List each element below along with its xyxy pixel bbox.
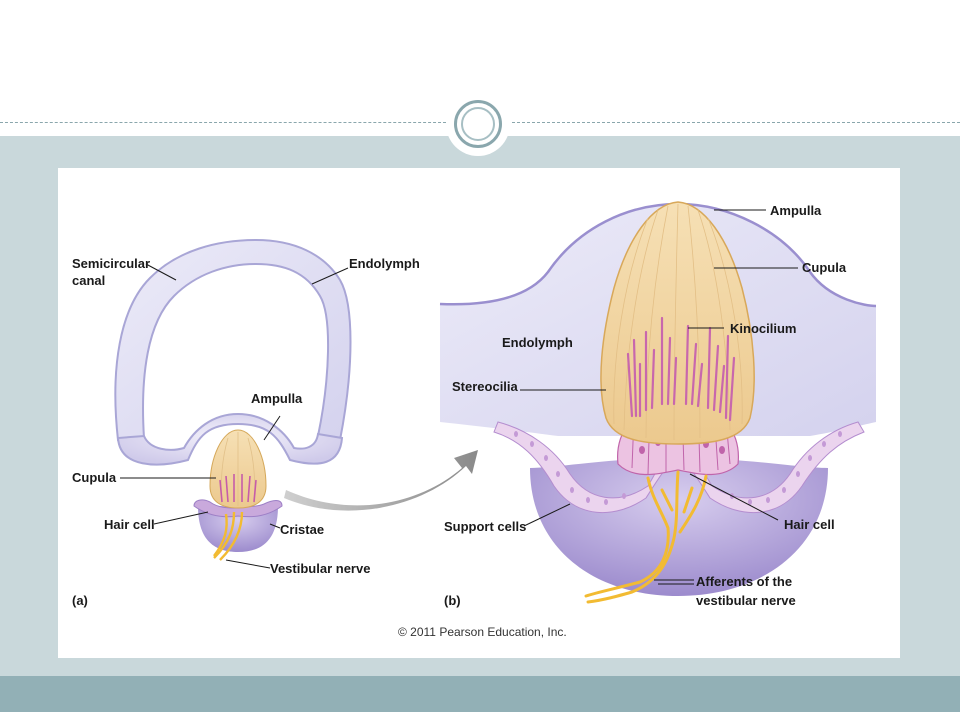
label-stereocilia: Stereocilia xyxy=(452,379,519,394)
panel-a: Semicircular canal Endolymph Ampulla Cup… xyxy=(72,238,420,608)
ornament-ring-inner xyxy=(461,107,495,141)
cupula-striations xyxy=(613,203,743,441)
label-ampulla-b: Ampulla xyxy=(770,203,822,218)
title-ornament xyxy=(446,92,510,156)
label-cupula-a: Cupula xyxy=(72,470,117,485)
support-cell-nuclei xyxy=(514,431,842,505)
label-cristae: Cristae xyxy=(280,522,324,537)
panel-b-tag: (b) xyxy=(444,593,461,608)
label-afferents: Afferents of the xyxy=(696,574,792,589)
panel-b: Ampulla Cupula Kinocilium Endolymph Ster… xyxy=(439,201,877,608)
stereocilia-bundles xyxy=(626,316,736,422)
label-vestibular-nerve: Vestibular nerve xyxy=(270,561,370,576)
label-semicircular-canal: Semicircular xyxy=(72,256,150,271)
label-afferents-2: vestibular nerve xyxy=(696,593,796,608)
vestibular-nerve-small xyxy=(213,511,244,561)
label-hair-cell-a: Hair cell xyxy=(104,517,155,532)
vestibular-diagram: Semicircular canal Endolymph Ampulla Cup… xyxy=(72,201,877,639)
crista-base xyxy=(198,506,278,552)
panel-a-tag: (a) xyxy=(72,593,88,608)
semicircular-canal xyxy=(114,238,352,466)
support-cell-layer xyxy=(493,421,865,514)
label-semicircular-canal-2: canal xyxy=(72,273,105,288)
bottom-bar xyxy=(0,676,960,712)
copyright-notice: © 2011 Pearson Education, Inc. xyxy=(398,625,567,639)
title-divider-left xyxy=(0,122,446,123)
label-endolymph-a: Endolymph xyxy=(349,256,420,271)
label-support-cells: Support cells xyxy=(444,519,526,534)
label-hair-cell-b: Hair cell xyxy=(784,517,835,532)
label-endolymph-b: Endolymph xyxy=(502,335,573,350)
hair-cells-small xyxy=(219,474,257,503)
crista-base-large xyxy=(530,458,828,596)
zoom-arrow xyxy=(284,450,478,511)
title-divider-right xyxy=(512,122,960,123)
label-ampulla-a: Ampulla xyxy=(251,391,303,406)
vestibular-figure: Semicircular canal Endolymph Ampulla Cup… xyxy=(58,168,900,658)
label-kinocilium: Kinocilium xyxy=(730,321,796,336)
label-cupula-b: Cupula xyxy=(802,260,847,275)
